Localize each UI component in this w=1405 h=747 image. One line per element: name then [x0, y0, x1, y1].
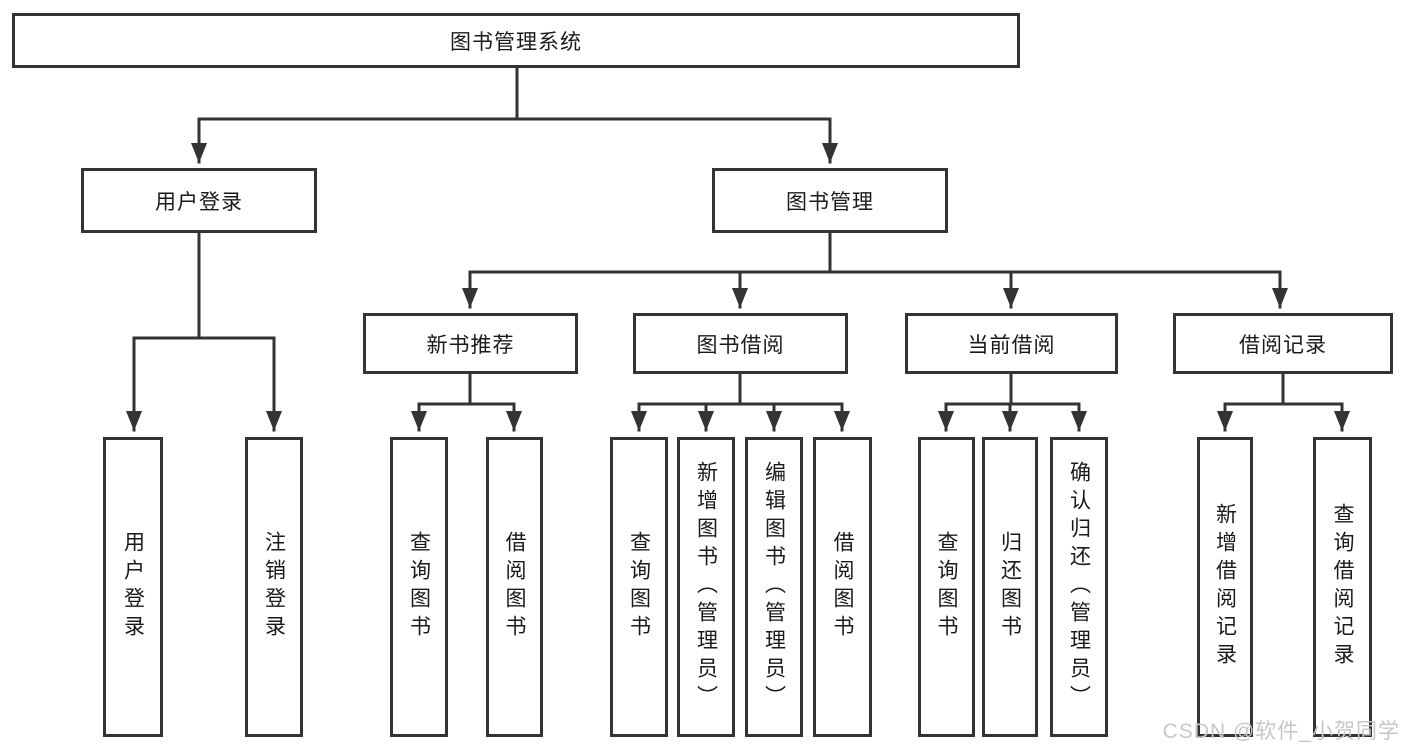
node-borrow-records: 借阅记录 [1173, 313, 1393, 374]
node-current-borrowing: 当前借阅 [905, 313, 1118, 374]
leaf-return-books-label: 归还图书 [998, 531, 1022, 643]
node-user-login: 用户登录 [81, 168, 317, 233]
leaf-logout: 注销登录 [245, 437, 303, 737]
leaf-query-borrow-record-label: 查询借阅记录 [1331, 503, 1354, 671]
leaf-user-login-label: 用户登录 [121, 531, 145, 643]
leaf-borrow-books-borrowing: 借阅图书 [813, 437, 872, 737]
leaf-add-borrow-record-label: 新增借阅记录 [1213, 503, 1237, 671]
leaf-query-books-borrowing: 查询图书 [610, 437, 668, 737]
leaf-borrow-books-recommend: 借阅图书 [486, 437, 543, 737]
leaf-add-book-admin-label: 新增图书（管理员） [694, 461, 718, 713]
leaf-edit-book-admin-label: 编辑图书（管理员） [762, 461, 786, 713]
leaf-query-books-borrowing-label: 查询图书 [627, 531, 651, 643]
leaf-borrow-books-borrowing-label: 借阅图书 [831, 531, 854, 643]
leaf-user-login: 用户登录 [103, 437, 163, 737]
leaf-query-books-current: 查询图书 [918, 437, 975, 737]
leaf-confirm-return-admin-label: 确认归还（管理员） [1067, 461, 1091, 713]
node-library-management-system: 图书管理系统 [12, 13, 1020, 68]
csdn-watermark: CSDN @软件_小贺同学 [1162, 720, 1400, 743]
leaf-logout-label: 注销登录 [262, 531, 286, 643]
node-book-management: 图书管理 [712, 168, 948, 233]
leaf-query-books-recommend: 查询图书 [390, 437, 448, 737]
leaf-query-borrow-record: 查询借阅记录 [1313, 437, 1372, 737]
leaf-edit-book-admin: 编辑图书（管理员） [745, 437, 803, 737]
leaf-query-books-recommend-label: 查询图书 [407, 531, 431, 643]
node-book-borrowing: 图书借阅 [633, 313, 848, 374]
leaf-add-book-admin: 新增图书（管理员） [677, 437, 735, 737]
leaf-borrow-books-recommend-label: 借阅图书 [503, 531, 526, 643]
leaf-add-borrow-record: 新增借阅记录 [1197, 437, 1253, 737]
leaf-query-books-current-label: 查询图书 [935, 531, 958, 643]
node-new-book-recommend: 新书推荐 [363, 313, 578, 374]
leaf-return-books: 归还图书 [982, 437, 1038, 737]
leaf-confirm-return-admin: 确认归还（管理员） [1050, 437, 1108, 737]
